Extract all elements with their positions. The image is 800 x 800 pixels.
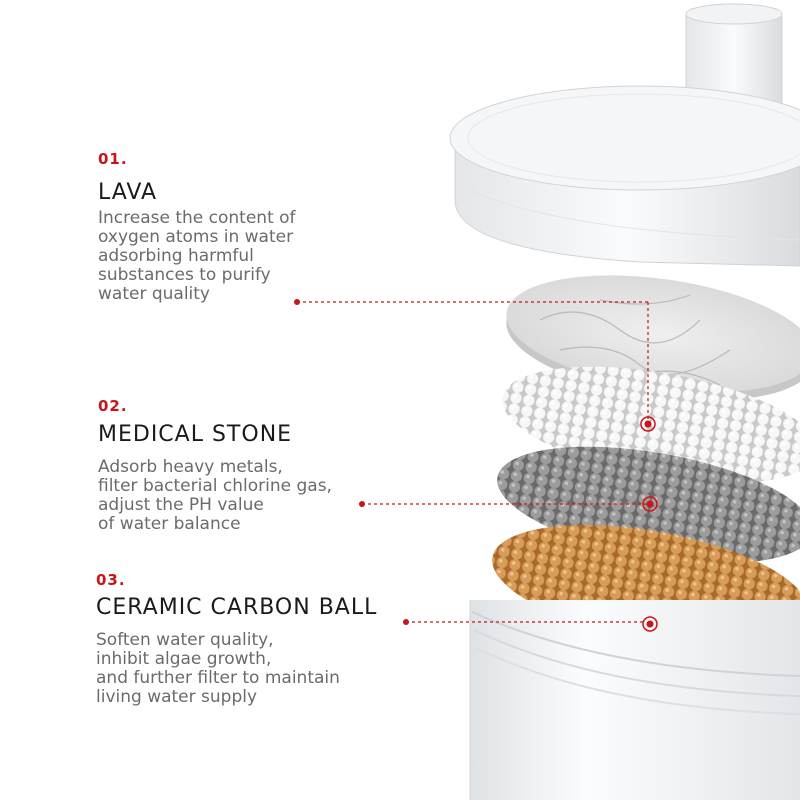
description-line: of water balance [98,514,241,534]
item-title: LAVA [98,180,158,205]
leader-line-1 [294,299,656,432]
item-description: Soften water quality, inhibit algae grow… [96,631,340,707]
item-description: Adsorb heavy metals, filter bacterial ch… [98,458,332,534]
description-line: substances to purify [98,265,271,285]
item-number: 01. [98,150,128,168]
description-line: Increase the content of [98,208,296,228]
description-line: filter bacterial chlorine gas, [98,476,332,496]
leader-line-2 [359,496,658,512]
leader-line-3 [403,616,658,632]
description-line: Adsorb heavy metals, [98,457,283,477]
description-line: Soften water quality, [96,630,274,650]
description-line: living water supply [96,687,258,707]
item-description: Increase the content of oxygen atoms in … [98,209,296,304]
description-line: adjust the PH value [98,495,264,515]
description-line: and further filter to maintain [96,668,340,688]
item-title: CERAMIC CARBON BALL [96,595,378,620]
item-number: 02. [98,397,128,415]
description-line: water quality [98,284,210,304]
description-line: adsorbing harmful [98,246,254,266]
description-line: oxygen atoms in water [98,227,294,247]
item-title: MEDICAL STONE [98,422,293,447]
lid [449,3,800,267]
item-number: 03. [96,571,126,589]
description-line: inhibit algae growth, [96,649,272,669]
jar [469,600,800,800]
